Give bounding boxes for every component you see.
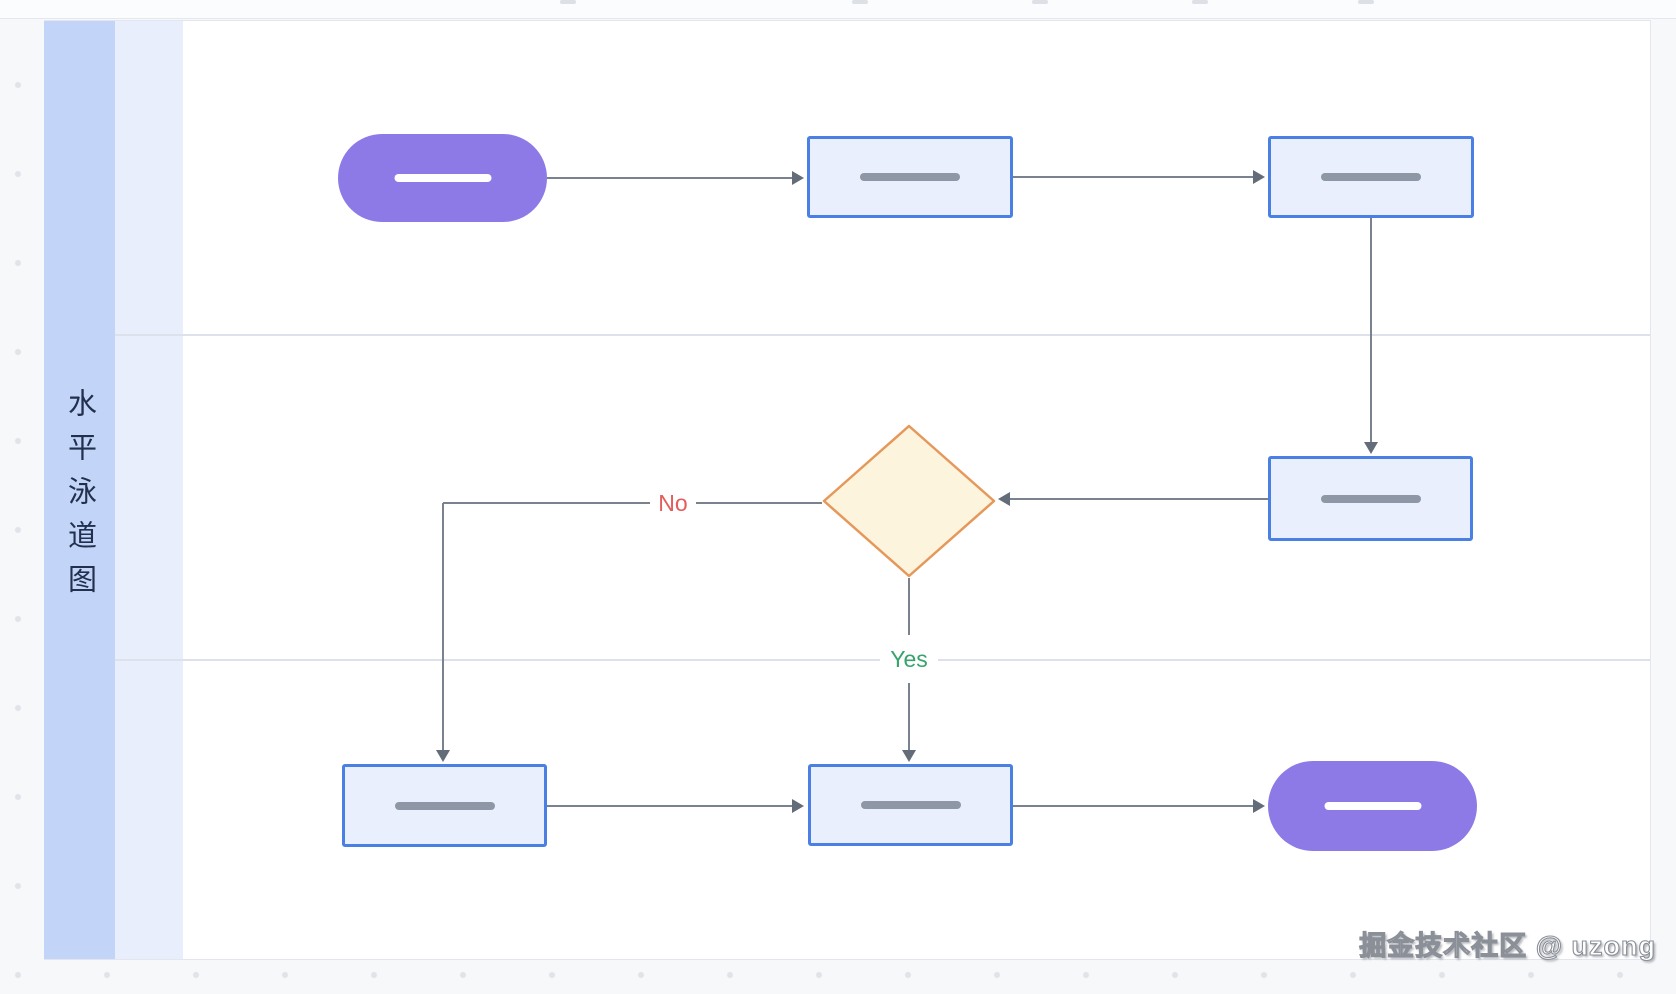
process-node-3[interactable]	[1268, 456, 1473, 541]
cropped-toolbar-artifact	[1032, 0, 1048, 4]
lane-divider-1	[115, 334, 1650, 336]
arrowhead-icon	[1253, 170, 1265, 184]
edge-label-halo	[880, 641, 938, 675]
process-node-1[interactable]	[807, 136, 1013, 218]
edge-process-5-to-end[interactable]	[1013, 799, 1265, 813]
edge-label-no[interactable]: No	[658, 490, 687, 516]
edge-label-yes[interactable]: Yes	[890, 646, 928, 672]
node-text-placeholder	[860, 801, 961, 809]
edge-decision-yes-branch[interactable]: Yes	[880, 578, 938, 762]
cropped-toolbar-artifact	[1192, 0, 1208, 4]
node-text-placeholder	[394, 174, 491, 182]
cropped-toolbar-strip	[0, 0, 1676, 19]
node-text-placeholder	[1321, 173, 1421, 181]
edge-start-to-process-1[interactable]	[547, 171, 804, 185]
cropped-toolbar-artifact	[852, 0, 868, 4]
decision-node[interactable]	[822, 424, 996, 578]
cropped-toolbar-artifact	[560, 0, 576, 4]
watermark: 掘金技术社区 @ uzong	[1359, 930, 1656, 961]
arrowhead-icon	[792, 799, 804, 813]
arrowhead-icon	[1364, 442, 1378, 454]
node-text-placeholder	[394, 801, 495, 810]
process-node-4[interactable]	[342, 764, 547, 847]
node-text-placeholder	[1324, 802, 1421, 810]
node-text-placeholder	[1320, 494, 1421, 503]
edge-process-3-to-decision[interactable]	[998, 492, 1268, 506]
end-node[interactable]	[1268, 761, 1477, 851]
arrowhead-icon	[998, 492, 1010, 506]
arrowhead-icon	[792, 171, 804, 185]
edge-process-2-to-process-3[interactable]	[1364, 218, 1378, 454]
start-node[interactable]	[338, 134, 547, 222]
process-node-5[interactable]	[808, 764, 1013, 846]
arrowhead-icon	[1253, 799, 1265, 813]
arrowhead-icon	[436, 750, 450, 762]
process-node-2[interactable]	[1268, 136, 1474, 218]
edge-process-1-to-process-2[interactable]	[1013, 170, 1265, 184]
flow-edges: No Yes	[436, 170, 1378, 813]
swimlane-title-text: 水平泳道图	[63, 387, 96, 608]
cropped-toolbar-artifact	[1358, 0, 1374, 4]
swimlane-diagram: 水平泳道图 No	[44, 20, 1651, 960]
swimlane-title-column[interactable]: 水平泳道图	[44, 21, 115, 959]
edge-decision-no-branch[interactable]: No	[436, 490, 822, 762]
edge-process-4-to-process-5[interactable]	[547, 799, 804, 813]
diamond-shape	[822, 424, 996, 578]
arrowhead-icon	[902, 750, 916, 762]
swimlane-subcolumn[interactable]	[115, 21, 183, 959]
node-text-placeholder	[860, 173, 960, 181]
